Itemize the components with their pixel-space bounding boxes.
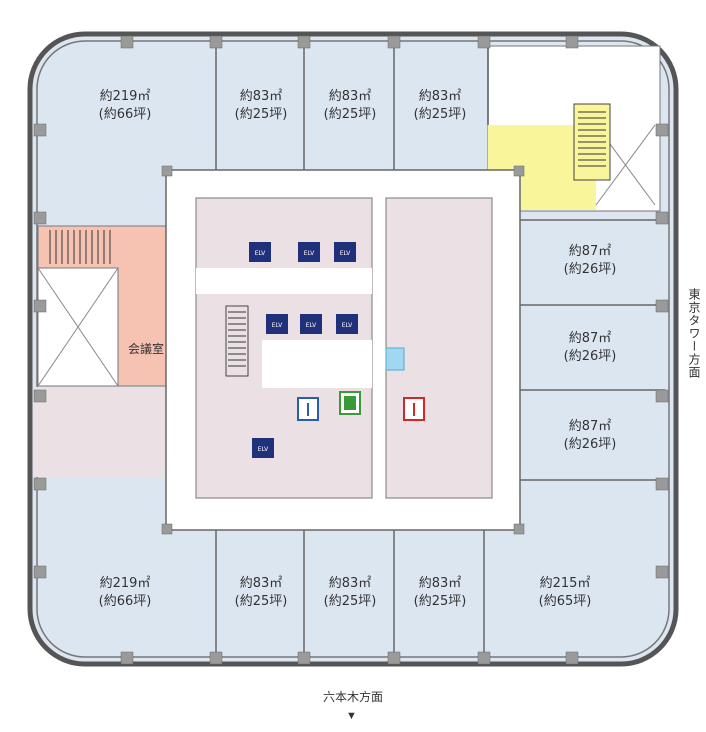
unit-bottom-right: 約215㎡ (約65坪) [510, 575, 620, 611]
unit-area: 約83㎡ [418, 576, 462, 591]
unit-tsubo: (約25坪) [234, 594, 288, 609]
svg-text:ELV: ELV [340, 250, 351, 257]
unit-right-1: 約87㎡ (約26坪) [535, 243, 645, 279]
unit-top-3: 約83㎡ (約25坪) [396, 88, 484, 124]
unit-top-left: 約219㎡ (約66坪) [70, 88, 180, 124]
svg-text:ELV: ELV [255, 250, 266, 257]
unit-area: 約87㎡ [568, 419, 612, 434]
unit-top-2: 約83㎡ (約25坪) [308, 88, 392, 124]
unit-tsubo: (約25坪) [413, 107, 467, 122]
unit-area: 約83㎡ [418, 89, 462, 104]
unit-bottom-3: 約83㎡ (約25坪) [396, 575, 484, 611]
pantry-icon [385, 347, 405, 371]
unit-tsubo: (約25坪) [413, 594, 467, 609]
south-arrow-icon: ▼ [346, 710, 357, 722]
unit-right-2: 約87㎡ (約26坪) [535, 330, 645, 366]
unit-area: 約219㎡ [99, 89, 151, 104]
unit-tsubo: (約65坪) [538, 594, 592, 609]
svg-text:ELV: ELV [342, 322, 353, 329]
unit-area: 約83㎡ [239, 89, 283, 104]
west-corridor [34, 387, 174, 477]
unit-bottom-1: 約83㎡ (約25坪) [220, 575, 302, 611]
svg-text:ELV: ELV [258, 446, 269, 453]
svg-text:ELV: ELV [306, 322, 317, 329]
unit-tsubo: (約26坪) [563, 437, 617, 452]
columns [33, 35, 669, 665]
unit-tsubo: (約66坪) [98, 107, 152, 122]
svg-text:ELV: ELV [272, 322, 283, 329]
unit-area: 約87㎡ [568, 331, 612, 346]
unit-right-3: 約87㎡ (約26坪) [535, 418, 645, 454]
unit-area: 約83㎡ [239, 576, 283, 591]
unit-tsubo: (約26坪) [563, 262, 617, 277]
unit-area: 約87㎡ [568, 244, 612, 259]
core-gap-2 [262, 340, 372, 388]
meeting-room-label: 会議室 [127, 342, 164, 356]
unit-area: 約83㎡ [328, 89, 372, 104]
elevator-group [249, 242, 358, 458]
unit-bottom-2: 約83㎡ (約25坪) [308, 575, 392, 611]
unit-tsubo: (約25坪) [234, 107, 288, 122]
unit-area: 約219㎡ [99, 576, 151, 591]
unit-area: 約83㎡ [328, 576, 372, 591]
unit-tsubo: (約26坪) [563, 349, 617, 364]
unit-area: 約215㎡ [539, 576, 591, 591]
unit-top-1: 約83㎡ (約25坪) [220, 88, 302, 124]
unit-tsubo: (約66坪) [98, 594, 152, 609]
east-direction-label: 東京タワー方面 [687, 288, 701, 379]
svg-text:ELV: ELV [304, 250, 315, 257]
south-direction-label: 六本木方面 [322, 690, 383, 704]
unit-tsubo: (約25坪) [323, 594, 377, 609]
core-gap-1 [196, 268, 372, 294]
building-inner-outline [36, 40, 670, 658]
unit-tsubo: (約25坪) [323, 107, 377, 122]
unit-bottom-left: 約219㎡ (約66坪) [70, 575, 180, 611]
